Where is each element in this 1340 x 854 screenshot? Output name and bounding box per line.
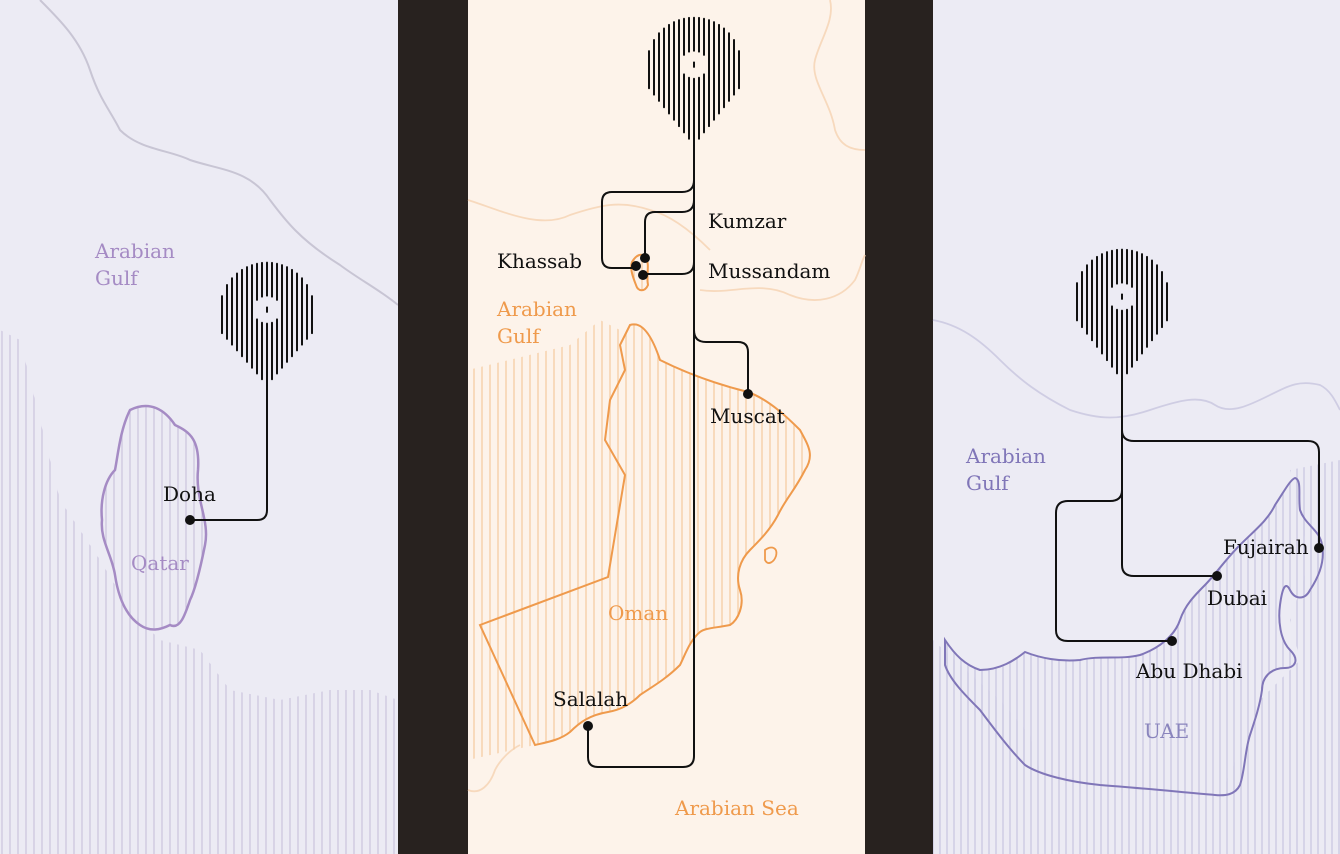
uae-panel: Arabian Gulf UAE Fujairah Dubai Abu Dhab… [932,0,1340,854]
uae-sea-label-2: Gulf [966,471,1010,495]
salalah-route [587,330,695,768]
abu-dhabi-label: Abu Dhabi [1135,659,1243,683]
dubai-marker [1212,571,1222,581]
oman-faint-border-3 [699,254,866,301]
map-pin-icon [1076,248,1168,381]
qatar-panel: Arabian Gulf Qatar Doha [0,0,399,854]
arabian-sea-label: Arabian Sea [674,796,799,820]
oman-neighbor-hatch [468,320,625,760]
map-pin-icon [648,16,740,146]
khassab-marker [631,261,641,271]
oman-sea-label-1: Arabian [496,297,577,321]
uae-neighbor-hatch [933,640,1340,854]
kumzar-marker [640,253,650,263]
mussandam-marker [638,270,648,280]
mussandam-label: Mussandam [708,259,830,283]
fujairah-marker [1314,543,1324,553]
dubai-route [1121,430,1217,577]
uae-faint-border [932,319,1340,419]
oman-country-label: Oman [608,601,668,625]
qatar-peninsula [100,404,208,631]
oman-mainland [478,323,811,747]
kumzar-label: Kumzar [708,209,787,233]
oman-faint-border-4 [467,744,521,793]
qatar-border-line [39,0,399,306]
oman-edge-hatch [1250,460,1340,740]
uae-sea-label-1: Arabian [965,444,1046,468]
divider-left [398,0,468,854]
oman-faint-border-2 [813,0,866,151]
oman-sea-label-2: Gulf [497,324,541,348]
qatar-route-line [190,385,268,521]
abu-dhabi-marker [1167,636,1177,646]
qatar-country-label: Qatar [131,551,189,575]
muscat-label: Muscat [710,404,785,428]
masirah-island [764,546,778,564]
muscat-marker [743,389,753,399]
dubai-label: Dubai [1207,586,1267,610]
qatar-mainland-hatch [0,330,398,854]
salalah-label: Salalah [553,687,628,711]
uae-country-label: UAE [1144,719,1189,743]
salalah-marker [583,721,593,731]
qatar-sea-label-2: Gulf [95,266,139,290]
doha-marker [185,515,195,525]
uae-mainland [944,476,1324,797]
map-pin-icon [221,261,313,386]
fujairah-label: Fujairah [1223,535,1309,559]
khassab-label: Khassab [497,249,582,273]
divider-right [865,0,933,854]
oman-panel: Arabian Gulf Oman Arabian Sea Kumzar Kha… [467,0,866,854]
abu-dhabi-route [1055,480,1172,642]
qatar-sea-label-1: Arabian [94,239,175,263]
doha-label: Doha [163,482,216,506]
khassab-route [601,145,695,269]
